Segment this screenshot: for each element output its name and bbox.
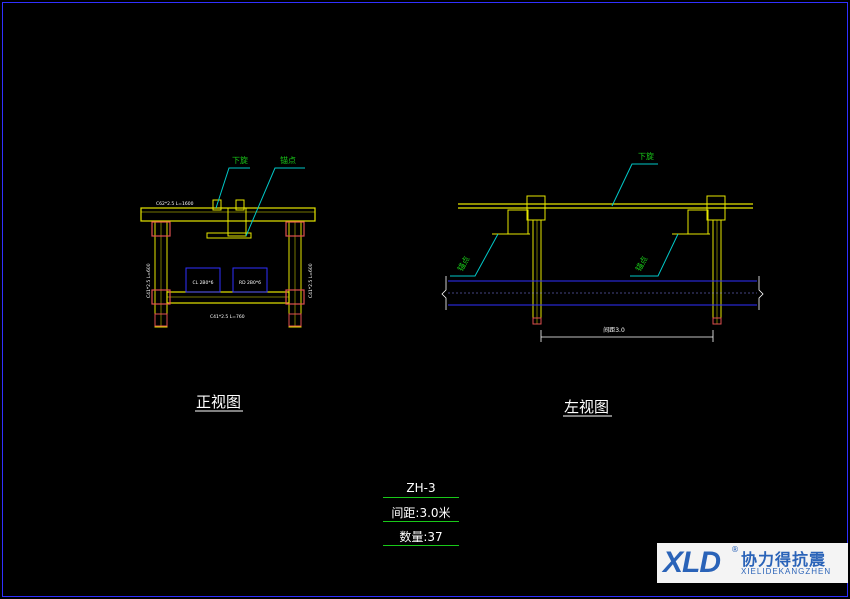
front-label-top-right: 锚点 bbox=[280, 155, 296, 165]
info-divider-1 bbox=[383, 497, 459, 498]
info-spacing: 间距:3.0米 bbox=[391, 506, 451, 520]
front-bottom-dim: C41*2.5 L=760 bbox=[210, 314, 245, 320]
side-leader-right bbox=[630, 233, 679, 277]
front-bottom-beam bbox=[166, 291, 290, 304]
side-label-top: 下旋 bbox=[638, 151, 654, 161]
info-code: ZH-3 bbox=[406, 481, 436, 495]
front-left-dim: C41*2.5 L=600 bbox=[146, 263, 152, 298]
side-label-left: 锚点 bbox=[455, 254, 472, 273]
front-view-title: 正视图 bbox=[196, 393, 241, 411]
info-quantity: 数量:37 bbox=[399, 530, 443, 544]
front-right-dim: C41*2.5 L=600 bbox=[308, 263, 314, 298]
side-view-title: 左视图 bbox=[564, 398, 609, 416]
logo-name-en: XIELIDEKANGZHEN bbox=[741, 567, 832, 576]
front-leader-left bbox=[215, 167, 250, 209]
logo-name-cn: 协力得抗震 bbox=[741, 550, 827, 569]
side-label-right: 锚点 bbox=[633, 254, 650, 273]
brand-logo: XLD ® 协力得抗震 XIELIDEKANGZHEN bbox=[657, 543, 848, 583]
side-span-dim-label: 间距3.0 bbox=[603, 326, 625, 334]
front-label-top-left: 下旋 bbox=[232, 155, 248, 165]
logo-registered-mark: ® bbox=[731, 545, 739, 554]
front-view: CL 2B0*6 RD 2B0*6 下旋 锚点 C62*2.5 L=1600 C… bbox=[140, 155, 316, 412]
front-center-clamp bbox=[227, 207, 247, 237]
front-box-right-label: RD 2B0*6 bbox=[239, 280, 261, 286]
side-leader-top bbox=[611, 163, 658, 207]
info-divider-2 bbox=[383, 521, 459, 522]
side-leader-left bbox=[450, 233, 499, 277]
logo-mark: XLD bbox=[663, 546, 721, 579]
front-leader-right bbox=[245, 167, 305, 237]
front-top-dim: C62*2.5 L=1600 bbox=[156, 201, 194, 207]
info-divider-3 bbox=[383, 545, 459, 546]
front-box-left bbox=[185, 267, 221, 293]
front-box-left-label: CL 2B0*6 bbox=[192, 280, 213, 286]
front-box-right bbox=[232, 267, 268, 293]
side-view: 间距3.0 下旋 锚点 锚点 左视图 bbox=[441, 151, 764, 417]
